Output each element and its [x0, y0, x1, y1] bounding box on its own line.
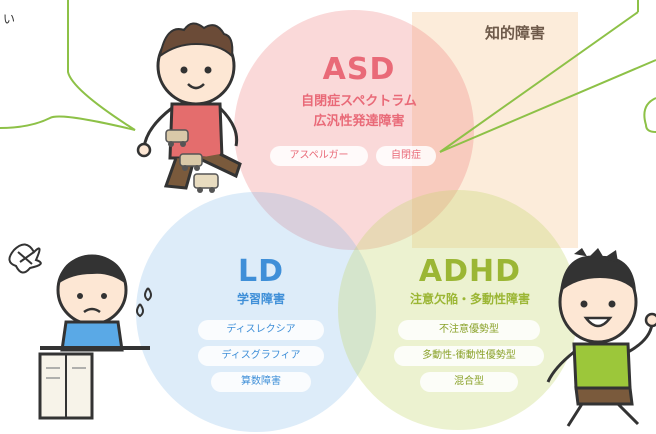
running-boy-illustration — [546, 248, 656, 427]
adhd-subtitle: 注意欠陥・多動性障害 — [409, 292, 530, 306]
speech-bubble-right — [439, 0, 656, 153]
ld-tag-dyslexia: ディスレクシア — [198, 320, 324, 340]
asd-subtitle-2: 広汎性発達障害 — [313, 114, 405, 129]
asd-tag-autism: 自閉症 — [376, 146, 436, 166]
ld-tag-dysgraphia: ディスグラフィア — [198, 346, 324, 366]
speech-bubble-left — [0, 0, 136, 131]
intellectual-disability-area — [412, 12, 578, 248]
adhd-title: ADHD — [418, 254, 522, 289]
asd-subtitle-1: 自閉症スペクトラム — [301, 94, 417, 109]
toy-cars-illustration — [165, 129, 219, 193]
asd-tag-asperger: アスペルガー — [270, 146, 368, 166]
studying-boy-illustration — [8, 243, 152, 420]
intellectual-disability-label: 知的障害 — [484, 24, 545, 42]
asd-circle — [234, 10, 474, 250]
adhd-tag-combined: 混合型 — [420, 372, 518, 392]
ld-tag-dyscalculia: 算数障害 — [211, 372, 311, 392]
asd-title: ASD — [322, 52, 396, 87]
adhd-tag-inattentive: 不注意優勢型 — [398, 320, 540, 340]
speech-bubble-left-text: い — [3, 12, 16, 26]
adhd-tag-hyperactive: 多動性-衝動性優勢型 — [394, 346, 544, 366]
ld-title: LD — [237, 254, 285, 289]
ld-circle — [136, 192, 376, 432]
ld-subtitle: 学習障害 — [236, 292, 285, 306]
